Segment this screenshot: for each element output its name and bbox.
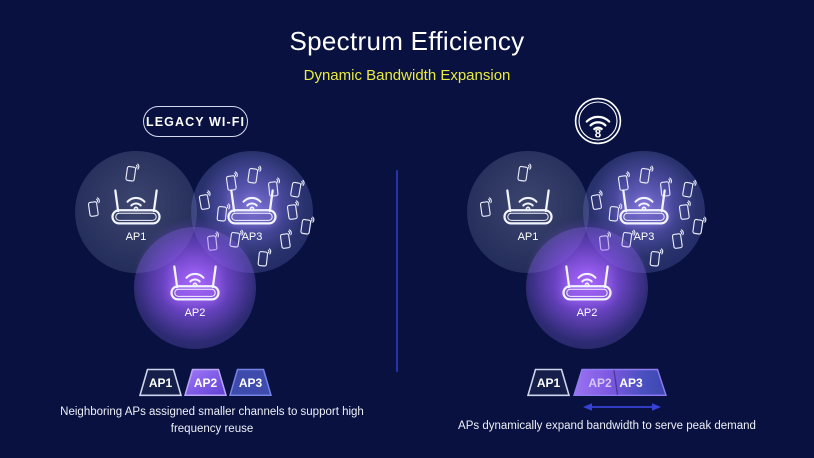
channel-ap1: AP1	[139, 368, 183, 397]
phone-icon	[246, 162, 263, 186]
channel-ap1-label: AP1	[149, 376, 173, 390]
channel-ap2-label: AP2	[588, 376, 612, 390]
phone-icon	[196, 188, 214, 212]
ap-label-ap1: AP1	[125, 231, 147, 243]
legacy-wifi-badge: LEGACY WI-FI	[143, 106, 248, 137]
phone-icon	[588, 188, 606, 212]
phone-icon	[285, 198, 302, 222]
bandwidth-expansion-arrow-icon	[583, 403, 661, 411]
phone-icon	[124, 160, 141, 184]
wifi8-caption: APs dynamically expand bandwidth to serv…	[458, 420, 756, 432]
panel-divider	[396, 170, 398, 372]
channel-ap3: AP3	[229, 368, 272, 397]
phone-icon	[205, 229, 221, 252]
page-title: Spectrum Efficiency	[289, 26, 525, 56]
router-icon-ap2	[555, 258, 619, 305]
channel-ap2-label: AP2	[194, 376, 218, 390]
router-icon-ap1	[104, 182, 168, 229]
phone-icon	[638, 162, 655, 186]
legacy-caption: Neighboring APs assigned smaller channel…	[60, 406, 364, 436]
ap-label-ap2: AP2	[576, 307, 598, 319]
router-icon-ap3	[220, 182, 284, 229]
phone-icon	[648, 245, 664, 268]
phone-icon	[288, 176, 306, 200]
phone-icon	[658, 175, 674, 198]
ap-label-ap3: AP3	[241, 231, 263, 243]
wifi-8-number: 8	[595, 129, 602, 141]
legacy-channel-row: AP1 AP2 AP3	[139, 368, 272, 397]
phone-icon	[299, 213, 316, 237]
phone-icon	[677, 198, 694, 222]
channel-ap1: AP1	[526, 368, 571, 397]
ap-label-ap3: AP3	[633, 231, 655, 243]
channel-ap2: AP2	[184, 368, 227, 397]
channel-ap2-ap3-merged: AP2 AP3	[573, 368, 667, 396]
channel-ap1-label: AP1	[537, 376, 561, 390]
phone-icon	[478, 195, 495, 219]
router-icon-ap2	[163, 258, 227, 305]
router-icon-ap1	[496, 182, 560, 229]
phone-icon	[256, 245, 272, 268]
phone-icon	[86, 195, 103, 219]
router-icon-ap3	[612, 182, 676, 229]
ap-label-ap2: AP2	[184, 307, 206, 319]
legacy-wifi-badge-label: LEGACY WI-FI	[145, 114, 246, 129]
phone-icon	[680, 176, 698, 200]
page-subtitle: Dynamic Bandwidth Expansion	[303, 67, 511, 84]
wifi8-channel-row: AP1 AP2 AP3	[526, 368, 667, 397]
phone-icon	[670, 227, 687, 251]
phone-icon	[266, 175, 282, 198]
channel-ap3-label: AP3	[619, 376, 643, 390]
phone-icon	[516, 160, 533, 184]
wifi-8-icon: 8	[574, 97, 622, 145]
ap-label-ap1: AP1	[517, 231, 539, 243]
phone-icon	[278, 227, 295, 251]
phone-icon	[597, 229, 613, 252]
phone-icon	[691, 213, 708, 237]
channel-ap3-label: AP3	[239, 376, 263, 390]
